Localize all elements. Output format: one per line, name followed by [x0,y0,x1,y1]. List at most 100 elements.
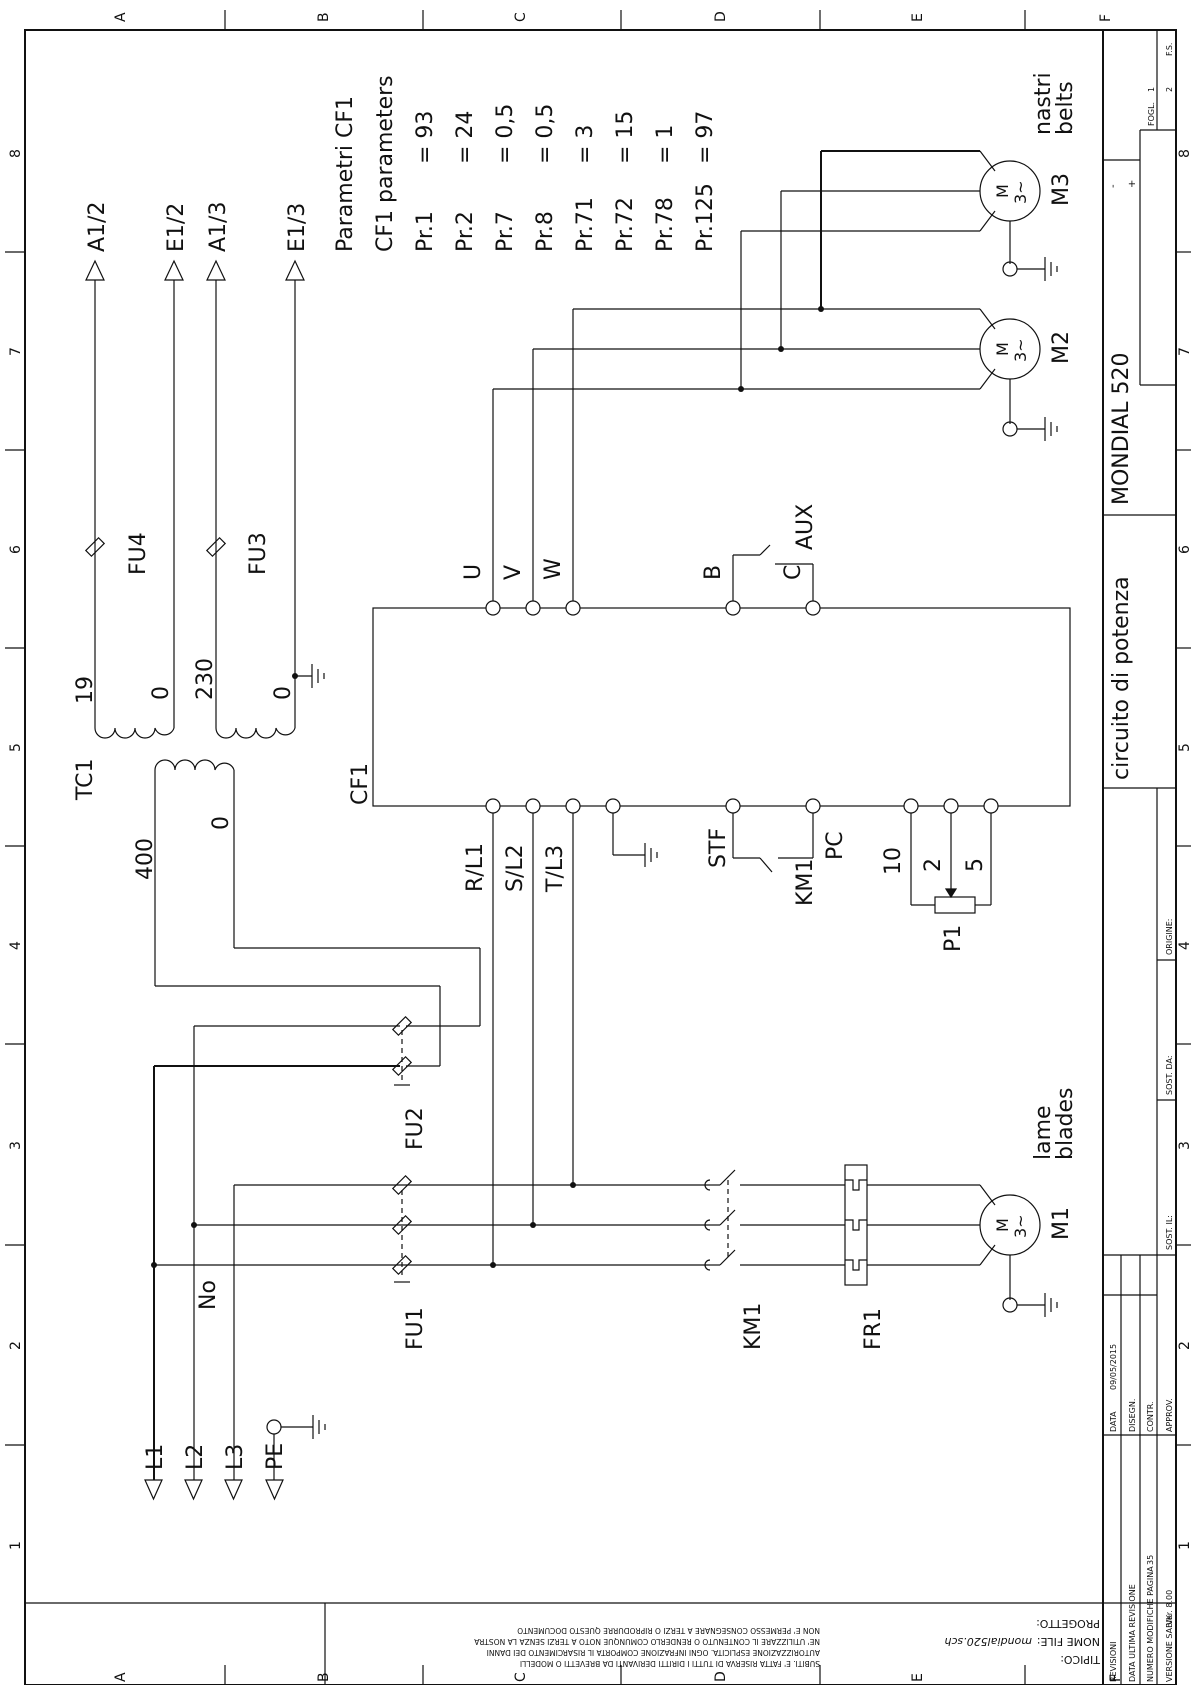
supply-label-pe: PE [263,1443,288,1470]
param-value: = 97 [693,111,718,164]
nome-file-value: mondial520.sch [944,1635,1032,1648]
sost-da-label: SOST. DA: [1165,1055,1174,1095]
machine-name: MONDIAL 520 [1109,353,1134,505]
data-value: 09/05/2015 [1109,1344,1118,1390]
row-label-left-1: 1 [8,1541,24,1550]
origine-label: ORIGINE: [1165,918,1174,955]
param-name: Pr.1 [413,211,438,252]
km1-main-contacts [704,1169,845,1271]
terminal-v: V [501,565,526,580]
param-value: = 3 [573,125,598,164]
transformer-earth-dot [292,673,298,679]
supply-label-l1: L1 [143,1444,168,1470]
param-value: = 0,5 [493,104,518,164]
notice-block: TIPICO: NOME FILE: mondial520.sch PROGET… [473,1617,1101,1668]
zone-label-bottom-d: D [713,1671,729,1682]
transformer-name: TC1 [73,758,98,801]
row-label-left-2: 2 [8,1341,24,1350]
motor-m3-it: nastri [1031,72,1056,135]
param-value: = 1 [653,125,678,164]
param-name: Pr.71 [573,197,598,252]
title-block-grid [1103,30,1176,1685]
zone-label-top-a: A [113,12,129,22]
row-label-left-4: 4 [8,941,24,950]
motor-m2 [979,308,1058,441]
transformer-sec2-zero: 0 [271,686,296,700]
row-label-left-7: 7 [8,347,24,356]
output-label-a1-3: A1/3 [206,202,231,252]
output-label-e1-3: E1/3 [285,203,310,252]
param-value: = 0,5 [533,104,558,164]
row-label-left-3: 3 [8,1141,24,1150]
potentiometer-label: P1 [941,925,966,952]
aux-contact [732,544,814,601]
transformer-tc1 [94,280,325,771]
terminal-r-l1: R/L1 [463,843,488,892]
zone-label-top-c: C [513,12,529,22]
zone-label-bottom-e: E [910,1673,926,1682]
fu1-fuses [391,1174,440,1283]
row-ticks-left [5,251,25,1446]
motor-m2-phase: 3~ [1011,338,1030,362]
zone-label-top-d: D [713,11,729,22]
motor-m3-en: belts [1053,81,1078,135]
terminal-10: 10 [881,847,906,875]
output-label-e1-2: E1/2 [164,203,189,252]
notice-line-1: NON E' PERMESSO CONSEGNARE A TERZI O RIP… [517,1626,820,1635]
terminal-5: 5 [963,858,988,872]
revisioni-label: REVISIONI [1109,1641,1118,1682]
motor-m1-symbol: M [993,1218,1012,1232]
notice-line-4: SUBITI. E' FATTA RISERVA DI TUTTI I DIRI… [520,1659,820,1668]
param-value: = 15 [613,111,638,164]
fr1-thermal-relay [844,1164,980,1286]
transformer-primary-voltage: 400 [133,838,158,880]
motor-m3-phase: 3~ [1011,180,1030,204]
fs-label: F.S. [1165,43,1174,56]
param-name: Pr.125 [693,183,718,252]
foglio-value: 1 [1147,87,1156,92]
inverter-supply-wiring [440,813,710,1266]
zone-label-bottom-f: F [1108,1674,1124,1682]
inverter-bottom-terminals [485,798,999,814]
inverter-cf1-box [372,607,1071,807]
motor-m1-label: M1 [1049,1207,1074,1240]
param-name: Pr.2 [453,211,478,252]
row-label-right-3: 3 [1177,1141,1191,1150]
foglio-label: FOGL. [1147,102,1156,126]
sost-il-label: SOST. IL: [1165,1215,1174,1250]
motor-m3-label: M3 [1049,173,1074,206]
potentiometer-p1 [910,813,992,914]
transformer-sec2-voltage: 230 [193,658,218,700]
disegn-label: DISEGN. [1128,1399,1137,1432]
fu2-label: FU2 [403,1107,428,1150]
output-label-a1-2: A1/2 [85,202,110,252]
row-label-right-4: 4 [1177,941,1191,950]
transformer-primary-zero: 0 [209,816,234,830]
terminal-stf: STF [706,828,731,868]
motor-m2-label: M2 [1049,331,1074,364]
fu3-fu4-fuses [84,536,227,558]
plus-sign: + [1127,180,1138,188]
terminal-b: B [701,565,726,580]
row-label-right-8: 8 [1177,149,1191,158]
neutral-label: No [196,1280,221,1310]
row-label-right-7: 7 [1177,347,1191,356]
progetto-label: PROGETTO: [1036,1617,1100,1630]
nome-file-label: NOME FILE: [1037,1635,1100,1648]
transformer-sec1-zero: 0 [149,686,174,700]
sheet-description: circuito di potenza [1109,576,1134,780]
inverter-name: CF1 [348,763,373,805]
zone-label-bottom-a: A [113,1672,129,1682]
parameters-title-it: Parametri CF1 [333,96,358,252]
parameters-list: Pr.1 = 93 Pr.2 = 24 Pr.7 = 0,5 Pr.8 = 0,… [413,104,718,252]
terminal-t-l3: T/L3 [543,845,568,893]
fr1-label: FR1 [861,1308,886,1350]
row-label-right-1: 1 [1177,1541,1191,1550]
minus-sign: - [1108,184,1119,188]
terminal-c: C [781,565,806,580]
motor-m3 [979,150,1058,281]
param-value: = 24 [453,111,478,164]
fu4-label: FU4 [126,532,151,575]
